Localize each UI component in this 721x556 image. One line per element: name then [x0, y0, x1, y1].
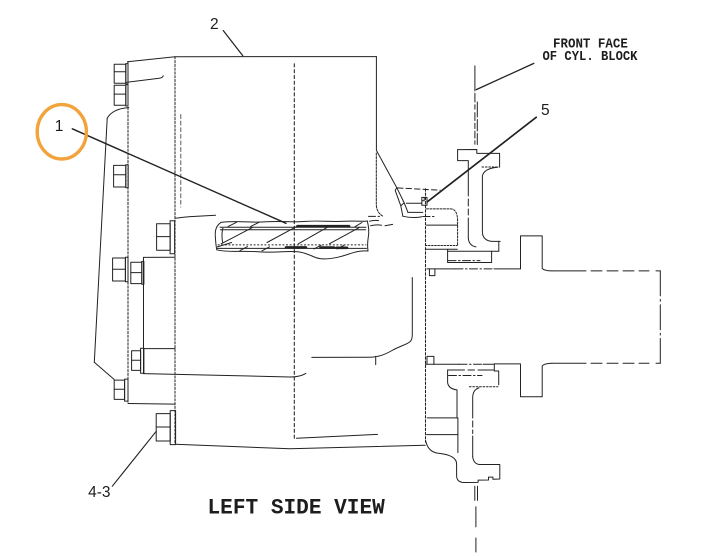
svg-text:5: 5 — [541, 102, 550, 119]
svg-text:FRONT FACE: FRONT FACE — [553, 38, 628, 53]
svg-text:LEFT SIDE VIEW: LEFT SIDE VIEW — [208, 495, 386, 521]
svg-text:1: 1 — [55, 118, 64, 135]
svg-text:OF CYL. BLOCK: OF CYL. BLOCK — [543, 50, 639, 65]
svg-text:2: 2 — [210, 16, 219, 33]
svg-text:4-3: 4-3 — [88, 484, 110, 501]
